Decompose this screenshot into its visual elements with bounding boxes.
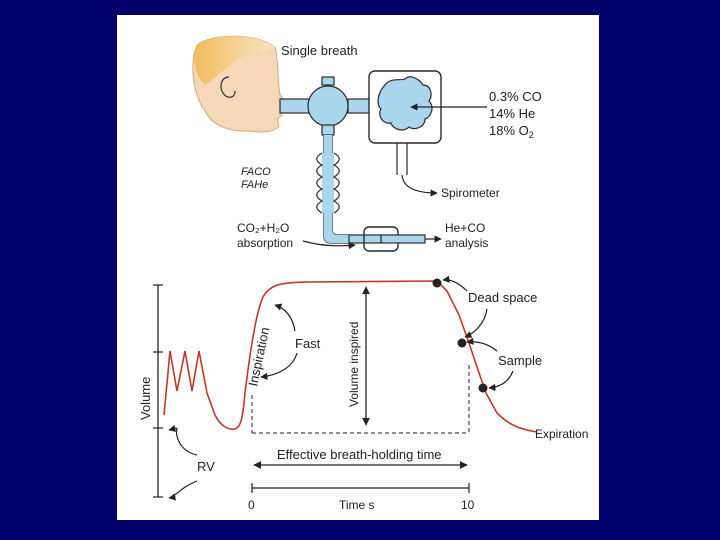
apparatus (279, 70, 442, 252)
label-absorption-1: CO₂+H₂O (237, 221, 289, 235)
label-gas-he: 14% He (489, 106, 535, 121)
x-tick-10: 10 (461, 498, 475, 512)
label-analysis-1: He+CO (445, 221, 485, 235)
label-absorption-2: absorption (237, 236, 293, 250)
volume-curve (163, 280, 538, 433)
label-rv: RV (197, 459, 215, 474)
figure-panel: Single breath 0.3% CO 14% He 18% O2 FACO… (117, 15, 599, 520)
label-dead-space: Dead space (468, 290, 537, 305)
y-axis-label: Volume (138, 377, 153, 420)
bellows-tube-icon (316, 135, 349, 244)
label-gas-co: 0.3% CO (489, 89, 542, 104)
arrow-to-spirometer (401, 174, 438, 197)
volume-graph: Volume RV Inspiration Fast V (138, 275, 588, 512)
human-head-icon (192, 35, 288, 133)
dead-space-arrow-down (464, 308, 488, 338)
sample-end-marker (478, 383, 488, 393)
fast-arrow-top (274, 303, 296, 332)
spirometer-tube (396, 143, 408, 175)
label-volume-inspired: Volume inspired (347, 322, 361, 407)
label-effective-breath-holding: Effective breath-holding time (277, 447, 442, 462)
dead-space-marker (432, 278, 442, 288)
dead-space-arrow-up (442, 275, 468, 292)
x-axis-label: Time s (339, 498, 375, 512)
label-sample: Sample (498, 353, 542, 368)
bag-in-box-icon (368, 70, 442, 144)
x-tick-0: 0 (248, 498, 255, 512)
label-fast: Fast (295, 336, 321, 351)
label-expiration: Expiration (535, 427, 588, 441)
rv-arrow-up (168, 424, 198, 456)
label-faco: FACO (241, 166, 271, 178)
label-fahe: FAHe (241, 179, 268, 191)
label-gas-o2: 18% O2 (489, 123, 534, 140)
three-way-valve-icon (307, 76, 349, 136)
label-spirometer: Spirometer (441, 186, 500, 200)
absorber-canister-icon (348, 226, 426, 252)
diagram-svg: Single breath 0.3% CO 14% He 18% O2 FACO… (138, 35, 588, 512)
arrow-to-absorber (302, 240, 356, 250)
sample-arrow-down (488, 370, 514, 392)
fast-arrow-bottom (260, 352, 298, 380)
label-single-breath: Single breath (281, 43, 358, 58)
rv-arrow-down (168, 480, 198, 501)
label-analysis-2: analysis (445, 236, 488, 250)
sample-arrow-up (466, 337, 498, 352)
sample-start-marker (457, 338, 467, 348)
